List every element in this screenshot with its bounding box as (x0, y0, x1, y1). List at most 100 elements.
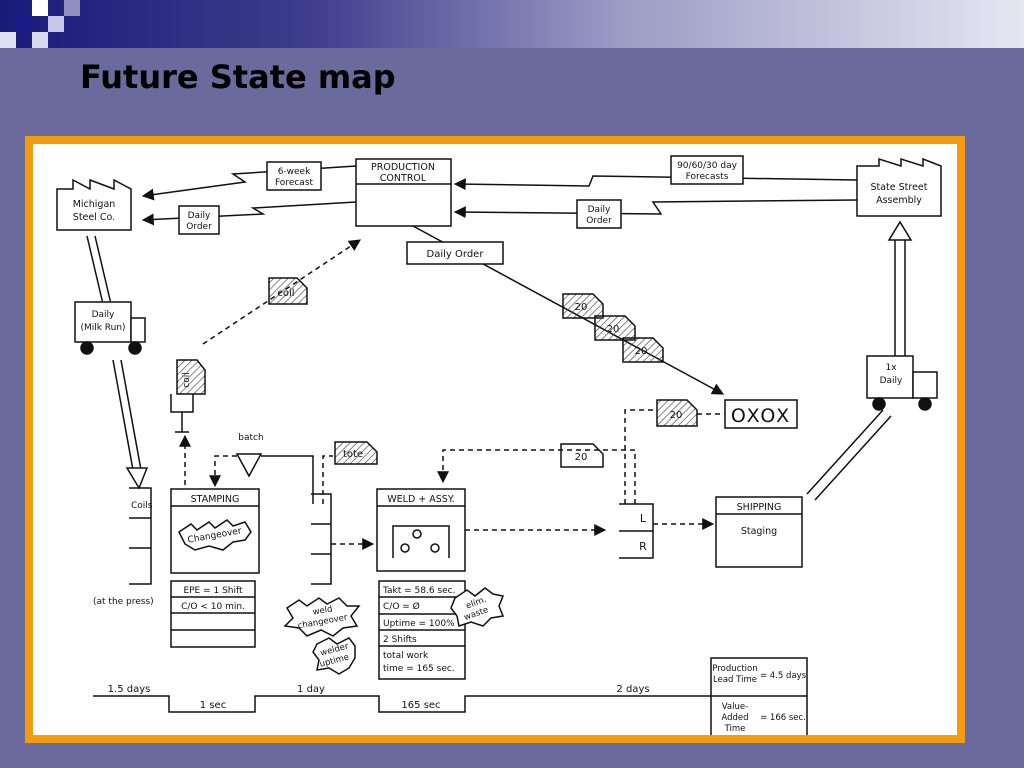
stamping-data-co: C/O < 10 min. (181, 602, 245, 612)
truck-in-line2: (Milk Run) (80, 323, 125, 333)
truck-outbound: 1x Daily (866, 355, 938, 411)
stamping-data-box: EPE = 1 Shift C/O < 10 min. (170, 580, 256, 648)
batch-triangle: batch (235, 433, 264, 478)
weld-kanban-loop (624, 409, 657, 504)
tote-kanban: tote (334, 441, 378, 465)
shipping-to-truck-line-b (814, 415, 892, 501)
weld-data-co: C/O = Ø (383, 601, 420, 612)
va-value: = 166 sec. (760, 713, 806, 723)
va-label-2: Added (721, 713, 748, 723)
weld-data-worktime: time = 165 sec. (383, 664, 455, 674)
withdrawal-kanban-label: 20 (670, 410, 683, 421)
diagram-panel: Michigan Steel Co. State Street Assembly… (33, 144, 957, 735)
signal-kanban: 20 (594, 315, 636, 341)
va-label-1: Value- (722, 702, 748, 712)
at-press-label: (at the press) (93, 597, 154, 607)
banner-square (64, 0, 80, 16)
weld-name: WELD + ASSY. (387, 494, 454, 505)
customer-forecast-arrow (453, 175, 858, 191)
forecast-to-supplier-arrow (141, 165, 357, 201)
daily-order-label: Daily Order (427, 249, 485, 260)
plt-label-2: Lead Time (713, 675, 757, 685)
order-customer-line2: Order (586, 216, 612, 226)
plt-label-1: Production (712, 664, 757, 674)
truck-in-line1: Daily (92, 310, 115, 320)
batch-loop-left (209, 455, 237, 488)
banner-square (16, 16, 32, 32)
order-customer-line1: Daily (588, 205, 611, 215)
forecast-customer-line1: 90/60/30 day (677, 161, 738, 171)
forecast-customer-line2: Forecasts (686, 172, 729, 182)
timeline-process-1: 1 sec (200, 700, 226, 711)
banner-square (32, 0, 48, 16)
slide-title: Future State map (80, 58, 396, 96)
shipping-to-truck-line (806, 409, 884, 495)
supplier-shipment-arrow (86, 235, 104, 305)
production-control-box: PRODUCTION CONTROL (355, 158, 452, 227)
weld-signal-kanban-label: 20 (575, 452, 588, 463)
customer-factory: State Street Assembly (856, 157, 942, 217)
stamping-process: STAMPING Changeover (170, 488, 260, 574)
customer-line2: Assembly (876, 195, 922, 206)
truck-out-line1: 1x (885, 363, 897, 373)
order-supplier-line1: Daily (188, 211, 211, 221)
weld-signal-kanban: 20 (560, 443, 604, 468)
signal-kanban-label: 20 (607, 324, 620, 335)
weld-data-takt: Takt = 58.6 sec. (382, 586, 455, 596)
finished-goods-supermarket: L R (619, 503, 654, 559)
timeline-line (93, 695, 711, 713)
tote-kanban-label: tote (343, 449, 363, 460)
production-control-line2: CONTROL (380, 173, 427, 184)
shipping-sub: Staging (741, 526, 777, 537)
coil-kanban: coil (268, 277, 308, 305)
supplier-line2: Steel Co. (73, 212, 115, 223)
order-customer-box: Daily Order (576, 199, 622, 229)
va-label-3: Time (724, 724, 746, 734)
shipping-name: SHIPPING (737, 502, 782, 513)
plt-value: = 4.5 days (760, 671, 807, 681)
truck-inbound: Daily (Milk Run) (74, 301, 146, 355)
timeline-process-2: 165 sec (401, 700, 440, 711)
truck-out-line2: Daily (880, 376, 903, 386)
truck-to-coils-arrowhead (125, 467, 149, 490)
diagram-frame: Michigan Steel Co. State Street Assembly… (25, 136, 965, 743)
timeline-lead-2: 1 day (297, 684, 325, 695)
supplier-factory: Michigan Steel Co. (56, 178, 132, 231)
summary-box: Production Lead Time = 4.5 days Value- A… (710, 657, 808, 735)
signal-kanban-label: 20 (575, 302, 588, 313)
coil-kanban-label: coil (277, 288, 294, 299)
customer-line1: State Street (870, 182, 927, 193)
batch-loop (261, 455, 314, 504)
signal-kanban-label: 20 (635, 346, 648, 357)
stamping-data-epe: EPE = 1 Shift (183, 586, 243, 596)
banner-square (48, 16, 64, 32)
supplier-shipment-arrow-b (94, 235, 112, 305)
stamping-name: STAMPING (191, 494, 240, 505)
weld-data-work: total work (383, 651, 429, 661)
kaizen-weld-changeover-line1: weld (312, 604, 333, 617)
truck-to-coils-arrow (112, 359, 134, 471)
batch-loop-right (322, 455, 333, 504)
weld-data-uptime: Uptime = 100% (383, 619, 455, 629)
weld-data-box: Takt = 58.6 sec. C/O = Ø Uptime = 100% 2… (378, 580, 466, 680)
weld-data-shifts: 2 Shifts (383, 635, 417, 645)
timeline-lead-1: 1.5 days (108, 684, 151, 695)
banner-square (0, 32, 16, 48)
coils-supermarket: Coils (at the press) (93, 487, 154, 607)
forecast-supplier-line1: 6-week (278, 167, 311, 177)
order-supplier-box: Daily Order (178, 205, 220, 235)
coil-kanban-post: coil (170, 359, 206, 433)
production-control-line1: PRODUCTION (371, 162, 435, 173)
forecast-supplier-line2: Forecast (275, 178, 314, 188)
load-leveling-label: OXOX (731, 405, 791, 427)
coil-kanban-post-label: coil (182, 372, 192, 387)
banner-square (32, 32, 48, 48)
daily-order-box: Daily Order (406, 241, 504, 265)
supermarket-l: L (640, 512, 647, 525)
truck-to-customer-arrowhead (887, 220, 913, 241)
forecast-supplier-box: 6-week Forecast (266, 161, 322, 191)
order-supplier-line2: Order (186, 222, 212, 232)
load-leveling-box: OXOX (724, 399, 798, 429)
shipping-process: SHIPPING Staging (715, 496, 803, 568)
truck-to-coils-arrow-b (120, 359, 142, 471)
